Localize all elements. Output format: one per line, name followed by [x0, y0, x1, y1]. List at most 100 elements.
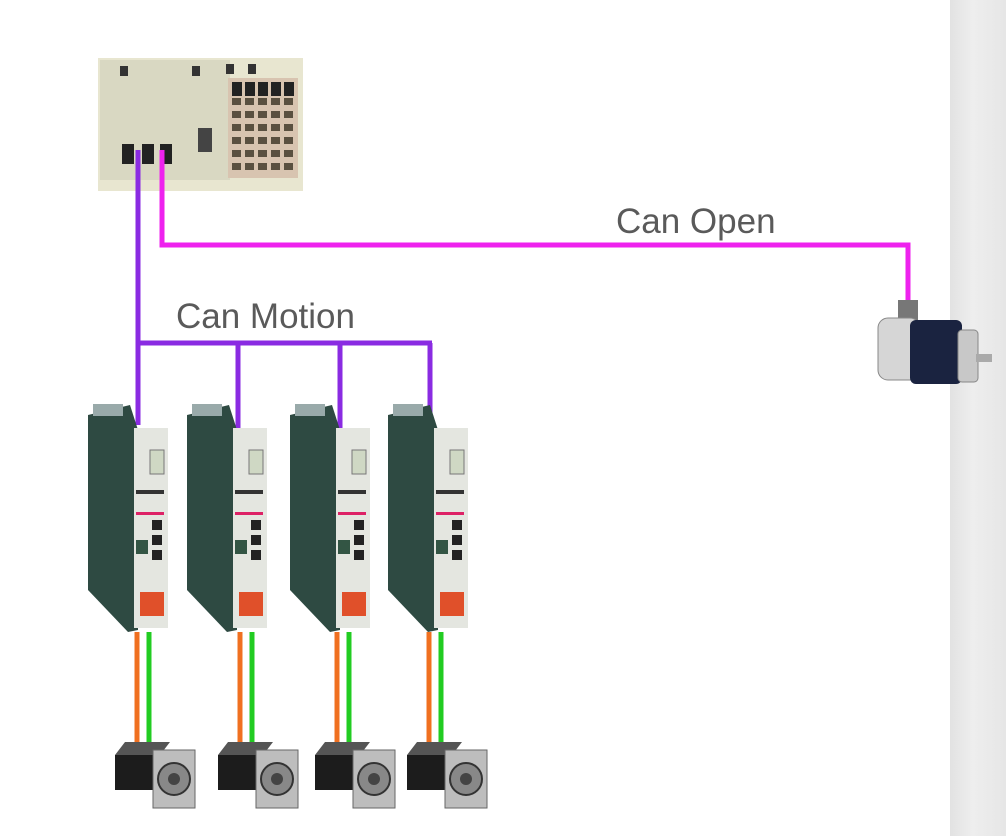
terminal-screw [245, 150, 254, 157]
terminal-screw [245, 124, 254, 131]
terminal-screw [245, 137, 254, 144]
bus-segment [159, 150, 911, 312]
drive-stripe [338, 512, 366, 515]
terminal-screw [271, 137, 280, 144]
drive-display [248, 449, 264, 475]
drive-connector [136, 540, 148, 554]
plc-connector [258, 82, 268, 96]
terminal-screw [284, 98, 293, 105]
drive-connector [354, 520, 364, 530]
drive-heatsink [88, 405, 138, 632]
plc-led [226, 64, 234, 74]
terminal-screw [271, 111, 280, 118]
drive-connector [251, 535, 261, 545]
drive-display [351, 449, 367, 475]
terminal-screw [258, 150, 267, 157]
drive-display [149, 449, 165, 475]
plc-connector [284, 82, 294, 96]
servo-drive-icon [187, 404, 267, 632]
drive-connector [338, 540, 350, 554]
terminal-screw [284, 150, 293, 157]
encoder-body [910, 320, 962, 384]
terminal-screw [271, 150, 280, 157]
scrollbar-area [950, 0, 1006, 836]
drive-connector [235, 540, 247, 554]
drive-connector [152, 520, 162, 530]
terminal-screw [258, 111, 267, 118]
terminal-screw [284, 111, 293, 118]
terminal-screw [271, 124, 280, 131]
drive-connector [251, 550, 261, 560]
terminal-screw [258, 163, 267, 170]
drive-power-plug [440, 592, 464, 616]
terminal-screw [258, 137, 267, 144]
terminal-screw [271, 98, 280, 105]
plc-connector [271, 82, 281, 96]
drive-label [436, 490, 464, 494]
drive-top [295, 404, 325, 416]
motor-shaft [368, 773, 380, 785]
drive-power-plug [239, 592, 263, 616]
motor-shaft [168, 773, 180, 785]
drive-label [136, 490, 164, 494]
servo-motor-icon [218, 742, 299, 809]
terminal-screw [232, 137, 241, 144]
can-open-bus [159, 150, 911, 312]
drive-label [338, 490, 366, 494]
plc-port [198, 128, 212, 152]
drive-stripe [436, 512, 464, 515]
plc-controller-icon [98, 58, 303, 191]
drive-label [235, 490, 263, 494]
plc-connector [232, 82, 242, 96]
drive-power-plug [342, 592, 366, 616]
drive-connector [354, 535, 364, 545]
can-motion-label: Can Motion [176, 297, 355, 336]
servo-motor-icon [407, 742, 488, 809]
terminal-screw [232, 124, 241, 131]
drive-connector [452, 550, 462, 560]
drive-top [192, 404, 222, 416]
terminal-screw [232, 163, 241, 170]
terminal-screw [245, 98, 254, 105]
terminal-screw [232, 98, 241, 105]
drive-connector [152, 535, 162, 545]
plc-led [120, 66, 128, 76]
terminal-screw [258, 98, 267, 105]
terminal-screw [271, 163, 280, 170]
can-open-label: Can Open [616, 202, 776, 241]
plc-led [248, 64, 256, 74]
drive-power-plug [140, 592, 164, 616]
drive-connector [354, 550, 364, 560]
plc-led [192, 66, 200, 76]
drive-heatsink [290, 405, 340, 632]
plc-port [142, 144, 154, 164]
terminal-screw [232, 111, 241, 118]
servo-drive-icon [388, 404, 468, 632]
terminal-screw [284, 137, 293, 144]
servo-motor-icon [315, 742, 396, 809]
encoder-flange [957, 329, 979, 383]
plc-connector [245, 82, 255, 96]
encoder-icon [877, 300, 992, 384]
motor-shaft [460, 773, 472, 785]
drive-top [93, 404, 123, 416]
terminal-screw [258, 124, 267, 131]
drive-stripe [136, 512, 164, 515]
terminal-screw [284, 163, 293, 170]
drive-display [449, 449, 465, 475]
terminal-screw [245, 111, 254, 118]
drive-connector [436, 540, 448, 554]
terminal-screw [232, 150, 241, 157]
servo-drive-icon [290, 404, 370, 632]
terminal-screw [284, 124, 293, 131]
drive-heatsink [187, 405, 237, 632]
encoder-connector [898, 300, 918, 322]
drive-connector [452, 520, 462, 530]
servo-motor-icon [115, 742, 196, 809]
servo-drive-icon [88, 404, 168, 632]
can-motion-bus [135, 150, 433, 428]
drive-connector [452, 535, 462, 545]
drive-stripe [235, 512, 263, 515]
